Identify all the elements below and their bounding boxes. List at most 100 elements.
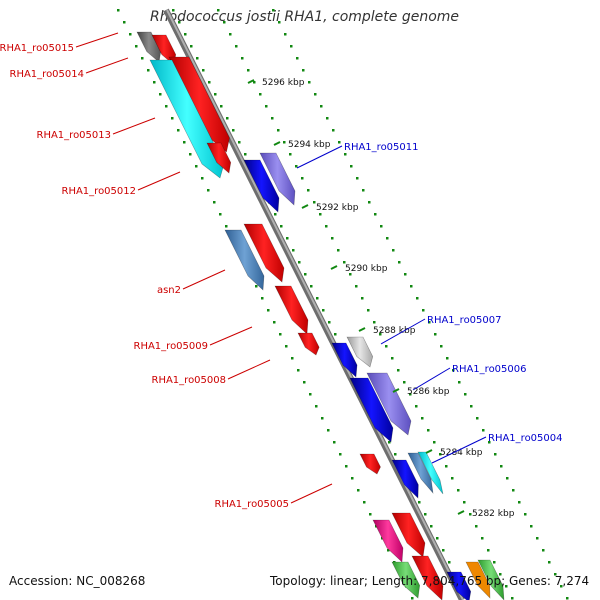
- track-dot: [202, 69, 205, 72]
- track-dot: [298, 261, 301, 264]
- track-dot: [554, 573, 557, 576]
- track-dot: [259, 93, 262, 96]
- track-dot: [325, 225, 328, 228]
- track-dot: [506, 477, 509, 480]
- track-dot: [439, 453, 442, 456]
- track-dot: [332, 129, 335, 132]
- gene-label: RHA1_ro05006: [452, 364, 527, 375]
- track-dot: [123, 21, 126, 24]
- track-dot: [421, 417, 424, 420]
- track-dot: [326, 117, 329, 120]
- track-dot: [488, 441, 491, 444]
- track-dot: [487, 549, 490, 552]
- gene-label: RHA1_ro05004: [488, 433, 563, 444]
- track-dot: [440, 345, 443, 348]
- gene-arrow-green: [391, 561, 421, 599]
- track-dot: [448, 561, 451, 564]
- track-dot: [363, 501, 366, 504]
- track-dot: [424, 513, 427, 516]
- track-dot: [232, 129, 235, 132]
- track-dot: [427, 429, 430, 432]
- track-dot: [493, 561, 496, 564]
- gene-labels: RHA1_ro05015RHA1_ro05014RHA1_ro05013RHA1…: [0, 32, 563, 510]
- track-dot: [283, 141, 286, 144]
- track-dot: [418, 501, 421, 504]
- gene-label: RHA1_ro05012: [62, 186, 137, 197]
- track-dot: [451, 477, 454, 480]
- scale-tick-label: 5282 kbp: [472, 509, 515, 519]
- track-dot: [392, 249, 395, 252]
- gene-arrow-red: [297, 332, 320, 356]
- track-dot: [379, 333, 382, 336]
- gene-arrow-blue: [391, 459, 419, 499]
- track-dot: [327, 429, 330, 432]
- gene-arrow-red: [274, 285, 309, 335]
- gene-arrow-light-gray: [346, 336, 374, 368]
- track-dot: [338, 141, 341, 144]
- track-dot: [226, 117, 229, 120]
- track-dot: [183, 141, 186, 144]
- track-dot: [220, 105, 223, 108]
- track-dot: [296, 57, 299, 60]
- track-dot: [314, 93, 317, 96]
- track-dot: [178, 21, 181, 24]
- gene-arrow-cyan: [149, 59, 225, 179]
- gene-label: RHA1_ro05005: [215, 499, 290, 510]
- track-dot: [225, 225, 228, 228]
- track-dot: [117, 9, 120, 12]
- gene-arrow-red: [391, 512, 426, 558]
- track-dot: [280, 225, 283, 228]
- track-dot: [207, 189, 210, 192]
- track-dot: [445, 465, 448, 468]
- track-dot: [482, 429, 485, 432]
- track-dot: [499, 573, 502, 576]
- track-dot: [295, 165, 298, 168]
- track-dot: [394, 453, 397, 456]
- track-dot: [272, 9, 275, 12]
- track-dot: [442, 549, 445, 552]
- scale-tick: [247, 79, 255, 84]
- gene-arrow-red: [411, 555, 444, 600]
- track-dot: [386, 237, 389, 240]
- track-dot: [196, 57, 199, 60]
- genome-title: Rhodococcus jostii RHA1, complete genome: [150, 9, 460, 25]
- track-dot: [291, 357, 294, 360]
- track-dot: [380, 225, 383, 228]
- track-dot: [303, 381, 306, 384]
- track-dot: [292, 249, 295, 252]
- track-dot: [284, 33, 287, 36]
- track-dot: [403, 381, 406, 384]
- genome-summary-text: Topology: linear; Length: 7,804,765 bp; …: [270, 574, 590, 588]
- track-dot: [350, 165, 353, 168]
- track-dot: [512, 489, 515, 492]
- track-dot: [253, 81, 256, 84]
- scale-tick: [301, 204, 309, 209]
- track-dot: [457, 489, 460, 492]
- gene-arrow-blue: [243, 159, 280, 213]
- track-dot: [331, 237, 334, 240]
- track-dot: [301, 177, 304, 180]
- scale-tick: [425, 449, 433, 454]
- scale-tick-label: 5286 kbp: [407, 387, 450, 397]
- scale-tick-label: 5294 kbp: [288, 140, 331, 150]
- track-dot: [261, 297, 264, 300]
- track-dot: [328, 321, 331, 324]
- track-dot: [184, 33, 187, 36]
- scale-tick-label: 5290 kbp: [345, 264, 388, 274]
- track-dot: [388, 441, 391, 444]
- track-dot: [265, 105, 268, 108]
- track-dot: [434, 333, 437, 336]
- gene-leader-line: [112, 117, 156, 135]
- gene-arrow-red: [243, 223, 285, 283]
- track-dot: [274, 213, 277, 216]
- track-dot: [129, 33, 132, 36]
- track-dot: [548, 561, 551, 564]
- track-dot: [277, 129, 280, 132]
- track-dot: [223, 21, 226, 24]
- track-dot: [229, 33, 232, 36]
- gene-leader-line: [85, 57, 129, 74]
- track-dot: [464, 393, 467, 396]
- track-dot: [463, 501, 466, 504]
- track-dot: [446, 357, 449, 360]
- track-dot: [475, 525, 478, 528]
